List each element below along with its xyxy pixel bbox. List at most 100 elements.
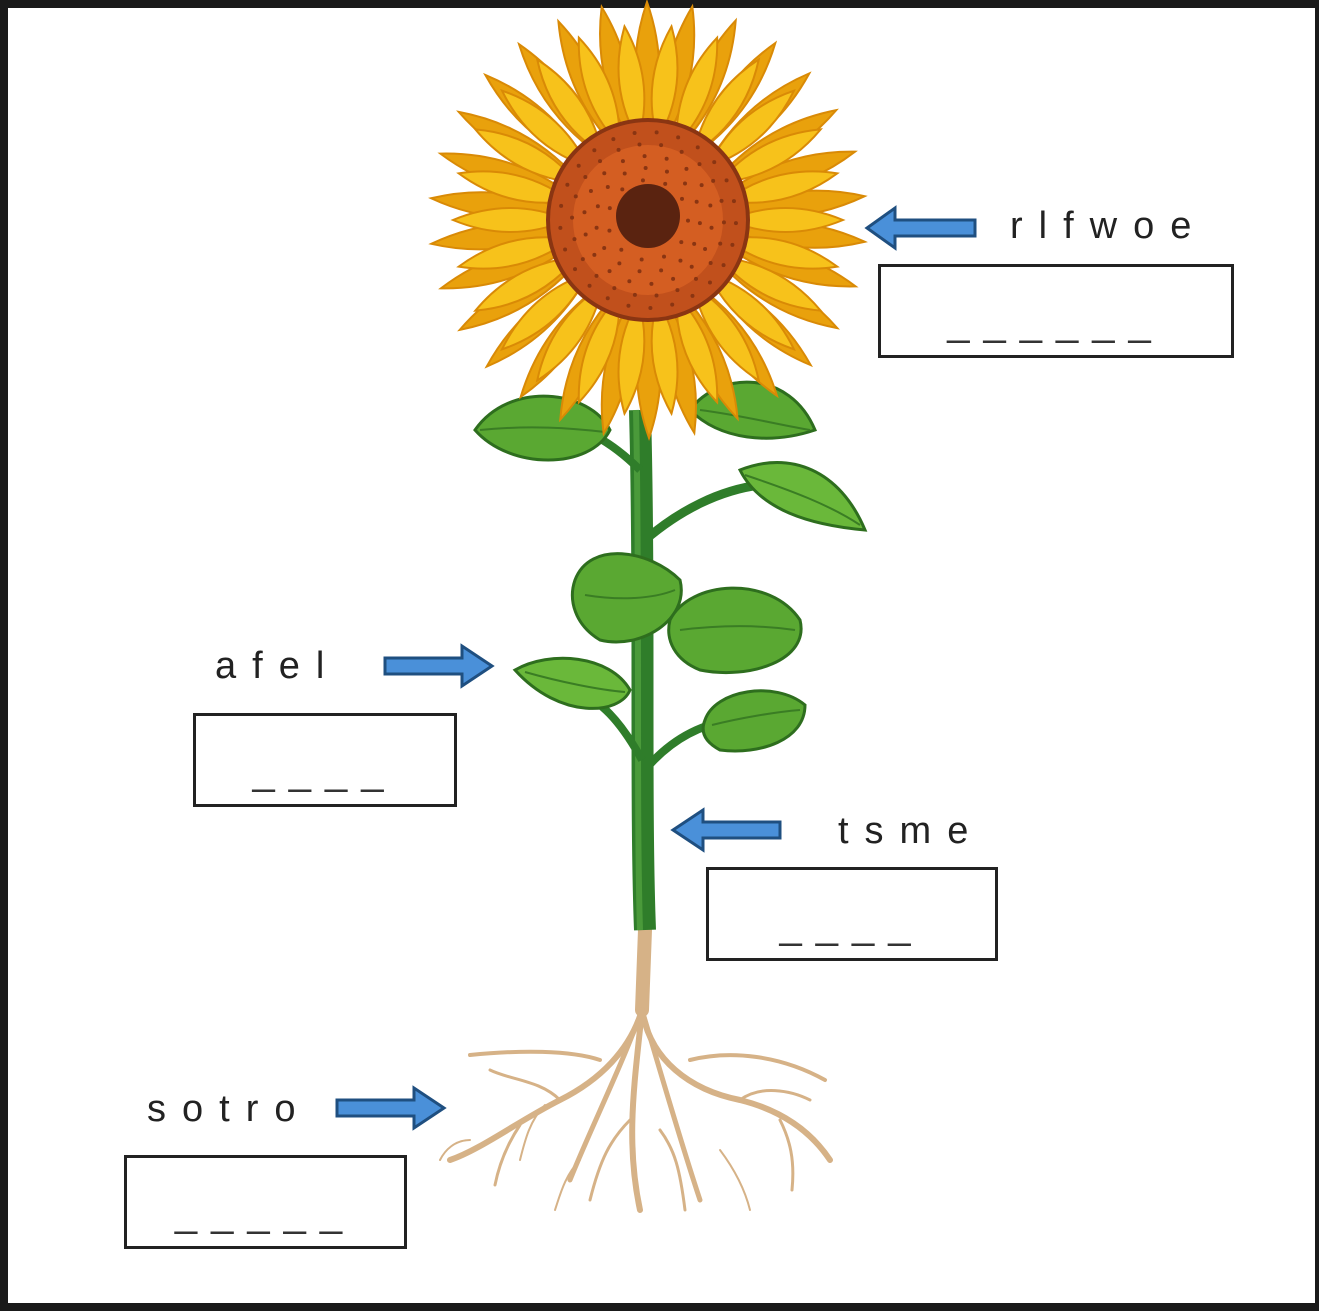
- answer-box-stem[interactable]: ____: [706, 867, 998, 961]
- petal: [577, 35, 621, 148]
- seed-dot: [670, 302, 675, 307]
- seed-dot: [708, 203, 713, 208]
- petal: [617, 23, 646, 144]
- petal: [473, 255, 580, 312]
- petal: [716, 128, 823, 185]
- seed-dot: [617, 261, 622, 266]
- answer-box-flower[interactable]: ______: [878, 264, 1234, 358]
- seed-dot: [580, 257, 585, 262]
- petal: [725, 207, 846, 233]
- seed-dot: [719, 198, 724, 203]
- seed-dot: [616, 147, 621, 152]
- leaves-drawing: [473, 380, 868, 753]
- seed-dot: [724, 178, 729, 183]
- petal: [650, 296, 679, 417]
- arrow-leaf: [383, 643, 495, 689]
- seed-dot: [573, 194, 578, 199]
- seed-dot: [648, 305, 653, 310]
- arrow-stem: [670, 807, 782, 853]
- seed-dot: [654, 130, 659, 135]
- seed-dot: [692, 241, 697, 246]
- seed-dot: [632, 292, 637, 297]
- seed-dot: [671, 276, 676, 281]
- petal: [535, 57, 605, 157]
- seed-dot: [582, 210, 587, 215]
- scrambled-word-stem: tsme: [838, 810, 985, 852]
- seed-dot: [679, 196, 684, 201]
- seed-dot: [699, 183, 704, 188]
- seed-dot: [678, 258, 683, 263]
- seed-dot: [695, 145, 700, 150]
- seed-dot: [583, 174, 588, 179]
- scrambled-word-roots: sotro: [147, 1088, 312, 1130]
- seed-dot: [662, 254, 667, 259]
- seed-dot: [565, 182, 570, 187]
- seed-dot: [627, 279, 632, 284]
- petal: [675, 35, 719, 148]
- arrow-roots: [335, 1085, 447, 1131]
- seed-dot: [607, 228, 612, 233]
- seed-dot: [605, 185, 610, 190]
- seed-dot: [607, 206, 612, 211]
- seed-dot: [733, 221, 738, 226]
- seed-dot: [718, 241, 723, 246]
- seed-dot: [697, 221, 702, 226]
- petal: [723, 236, 840, 270]
- seed-dot: [559, 203, 564, 208]
- seed-dot: [598, 159, 603, 164]
- answer-box-roots[interactable]: _____: [124, 1155, 407, 1249]
- seed-dot: [659, 143, 664, 148]
- seed-dot: [619, 247, 624, 252]
- petal: [705, 271, 796, 352]
- seed-dot: [605, 296, 610, 301]
- seed-dot: [595, 204, 600, 209]
- seed-dot: [654, 293, 659, 298]
- seed-dot: [712, 160, 717, 165]
- seed-dot: [694, 199, 699, 204]
- petal: [723, 170, 840, 204]
- seed-dot: [730, 242, 735, 247]
- petals-drawing: [428, 0, 868, 442]
- seed-dot: [637, 269, 642, 274]
- seed-dot: [592, 252, 597, 257]
- seed-dot: [689, 264, 694, 269]
- seed-dot: [639, 257, 644, 262]
- petal: [456, 170, 573, 204]
- scrambled-word-flower: rlfwoe: [1010, 205, 1208, 247]
- seed-dot: [707, 280, 712, 285]
- seed-dot: [709, 225, 714, 230]
- seed-dot: [583, 232, 588, 237]
- seed-dot: [679, 240, 684, 245]
- seed-dot: [683, 181, 688, 186]
- seed-dot: [697, 162, 702, 167]
- roots-drawing: [439, 923, 833, 1213]
- petal: [577, 292, 621, 405]
- seed-dot: [592, 148, 597, 153]
- seed-dot: [703, 246, 708, 251]
- petal: [691, 283, 761, 383]
- petal: [691, 57, 761, 157]
- answer-box-leaf[interactable]: ____: [193, 713, 457, 807]
- seed-dot: [622, 171, 627, 176]
- seed-dot: [588, 189, 593, 194]
- seed-dot: [649, 281, 654, 286]
- seed-dot: [642, 154, 647, 159]
- seed-dot: [632, 131, 637, 136]
- petal: [500, 88, 591, 169]
- seed-dot: [587, 283, 592, 288]
- petal: [450, 207, 571, 233]
- seed-dot: [602, 246, 607, 251]
- seed-dot: [676, 135, 681, 140]
- seed-dot: [602, 171, 607, 176]
- seed-dot: [620, 159, 625, 164]
- answer-blanks-flower: ______: [947, 300, 1165, 344]
- petal: [456, 236, 573, 270]
- seed-dot: [684, 166, 689, 171]
- petal: [705, 88, 796, 169]
- seed-dot: [640, 178, 645, 183]
- seed-dot: [685, 218, 690, 223]
- seed-dot: [570, 215, 575, 220]
- seed-dot: [637, 142, 642, 147]
- seed-dot: [721, 263, 726, 268]
